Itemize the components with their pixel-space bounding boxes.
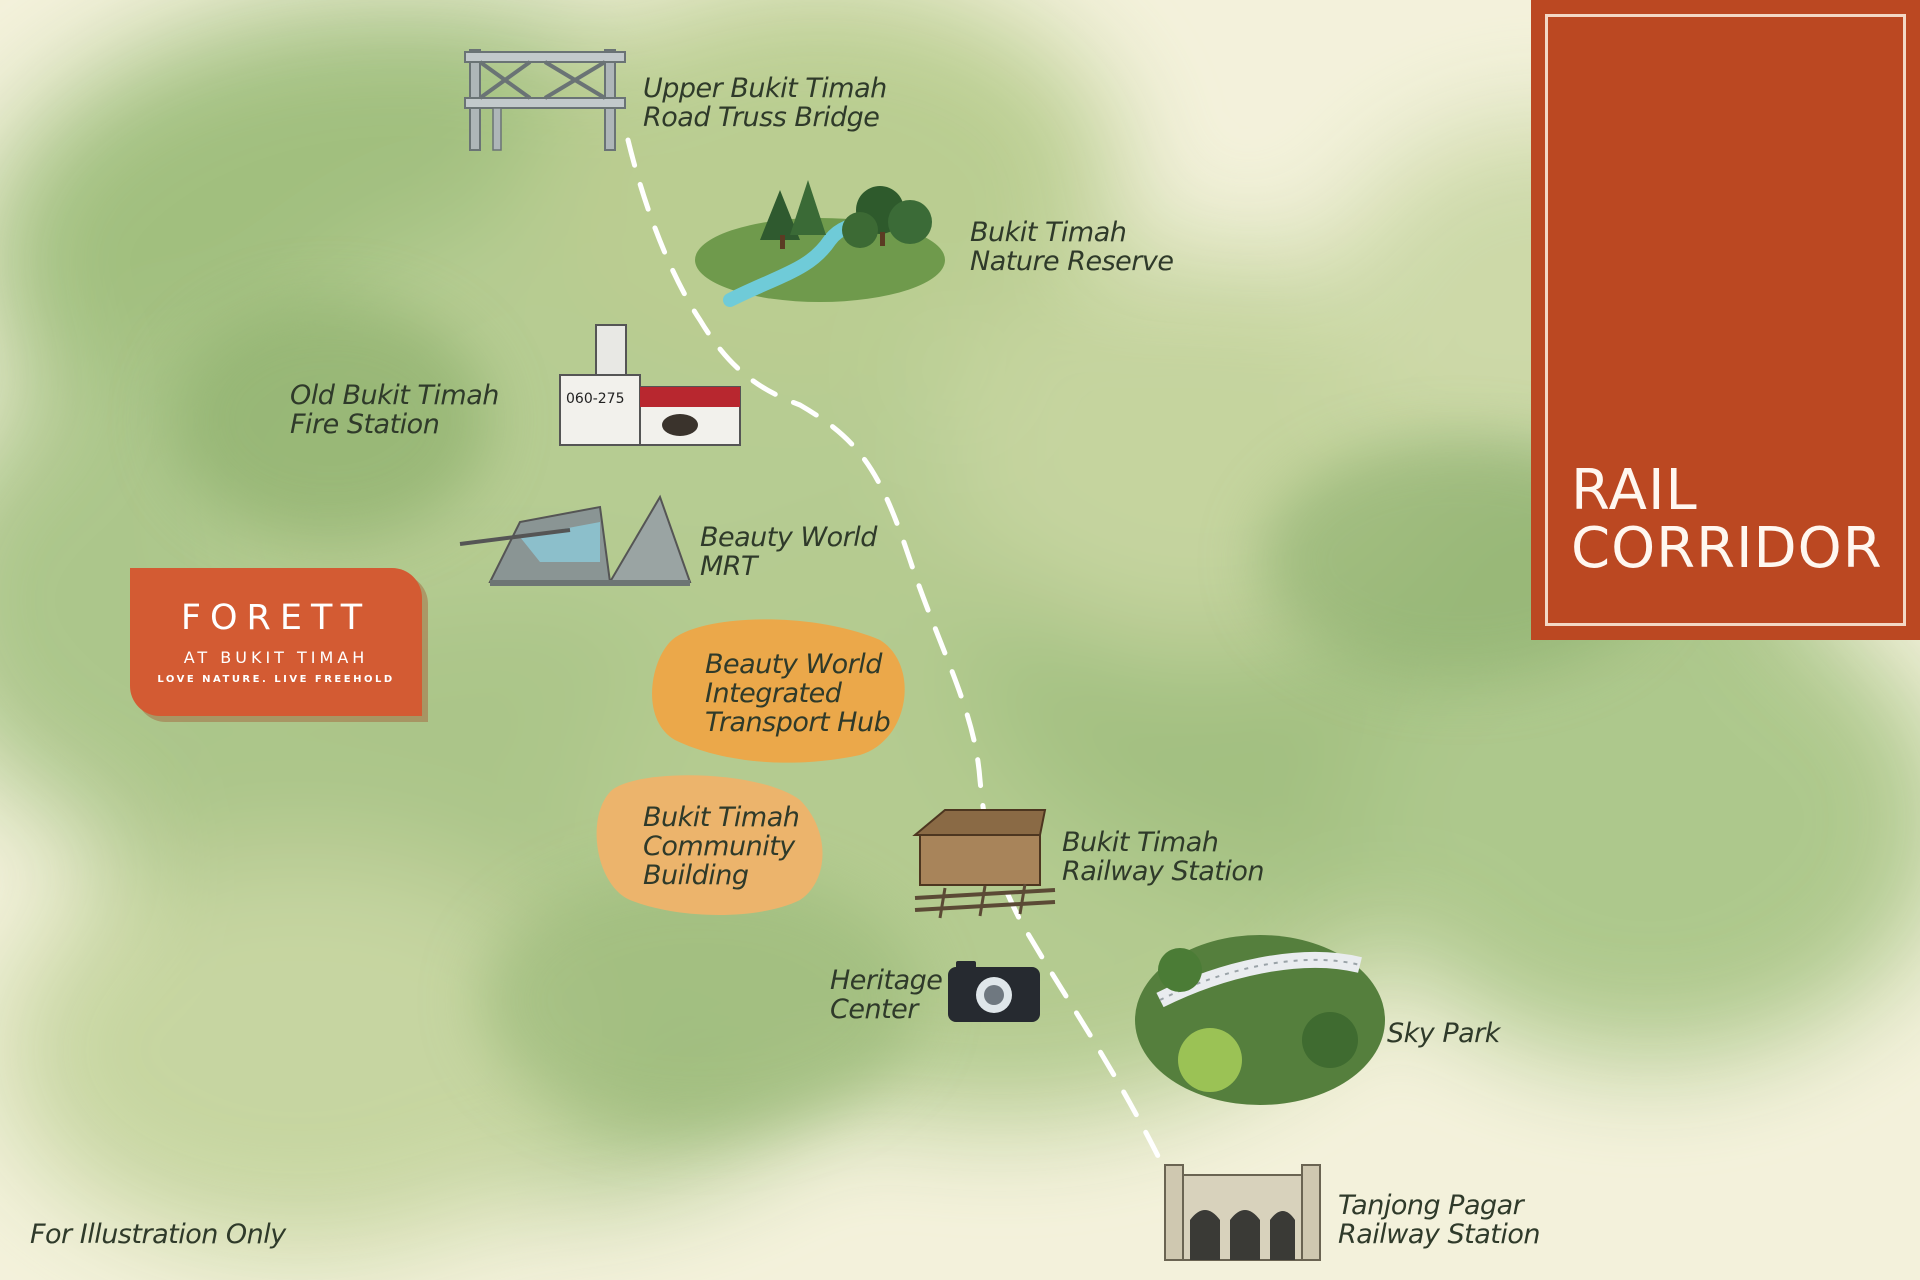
railway-hut-icon [912, 809, 1056, 919]
brand-subtitle: AT BUKIT TIMAH [183, 648, 369, 667]
camera-icon [948, 961, 1040, 1022]
brand-tagline: LOVE NATURE. LIVE FREEHOLD [157, 674, 395, 685]
fire-station-sign: 060-275 [566, 391, 625, 407]
hub-blob [652, 619, 905, 763]
tanjong-pagar-station-icon [1164, 1164, 1321, 1261]
forett-logo-badge: FORETT AT BUKIT TIMAH LOVE NATURE. LIVE … [130, 568, 422, 716]
sky-park-icon [1135, 935, 1385, 1105]
fire-station-icon: 060-275 [559, 324, 741, 446]
illustration-disclaimer: For Illustration Only [30, 1219, 286, 1250]
label-sky-park: Sky Park [1387, 1018, 1500, 1049]
bridge-icon [464, 49, 626, 151]
forest-icon [695, 180, 945, 307]
rail-trail-path [625, 137, 1163, 1163]
brand-name: FORETT [180, 598, 372, 638]
mrt-station-icon [459, 494, 692, 586]
rail-corridor-frame [1545, 14, 1906, 626]
community-blob [596, 775, 823, 915]
